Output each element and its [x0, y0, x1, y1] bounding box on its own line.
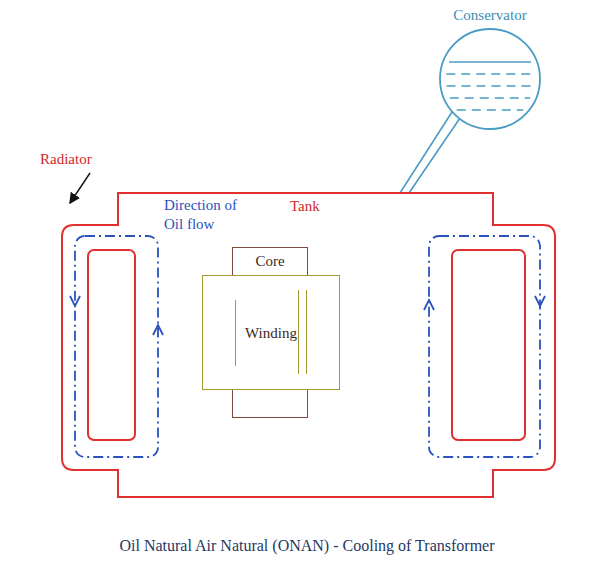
- tank-outline: [62, 193, 555, 497]
- part-name: Radiator: [40, 150, 130, 169]
- winding-turns: [298, 290, 299, 374]
- winding-turns: [235, 300, 236, 366]
- oil-flow-loops: [75, 236, 540, 457]
- core-label: Core: [233, 248, 307, 270]
- figure-caption: Oil Natural Air Natural (ONAN) - Cooling…: [10, 536, 604, 555]
- conservator-label: Conservator: [430, 6, 550, 24]
- part-name: Tank: [290, 197, 350, 216]
- conservator-pipe: [400, 112, 460, 193]
- flow-label: Direction of Oil flow: [164, 196, 256, 234]
- radiator-inner-right: [452, 250, 525, 440]
- winding-turns: [306, 290, 307, 374]
- radiator-pointer: [70, 173, 90, 203]
- conservator-circle: Conservator: [430, 4, 550, 132]
- winding-label: Winding: [203, 324, 339, 342]
- winding-box: Winding: [202, 275, 340, 390]
- conservator-outline: [430, 4, 550, 132]
- radiator-inner-left: [88, 250, 135, 440]
